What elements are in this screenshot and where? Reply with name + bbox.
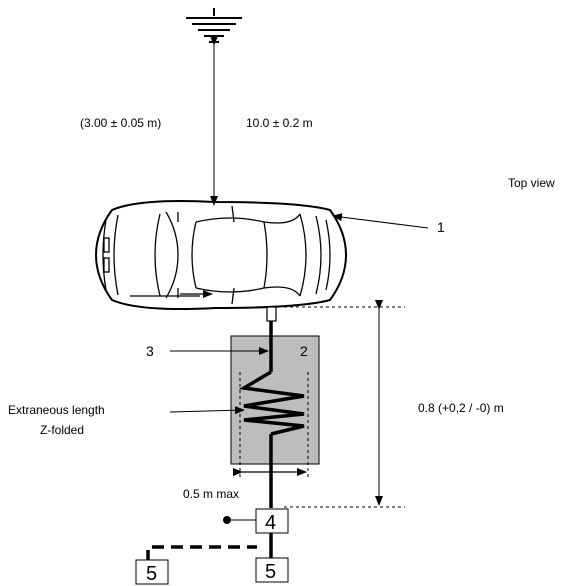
box-5-right	[255, 557, 289, 583]
height-dimension	[284, 300, 405, 508]
width-dimension-label: 0.5 m max	[183, 487, 239, 501]
callout-3-label: 3	[146, 343, 154, 359]
callout-1-leader	[332, 213, 429, 229]
height-dimension-label: 0.8 (+0,2 / -0) m	[418, 401, 504, 415]
extraneous-label-line2: Z-folded	[40, 423, 84, 437]
dashed-cable	[146, 545, 257, 562]
box-4	[255, 508, 289, 534]
top-view-label: Top view	[508, 176, 555, 190]
box-4-label: 4	[265, 512, 276, 534]
extraneous-label-line1: Extraneous length	[8, 403, 105, 417]
antenna-icon	[186, 8, 242, 43]
box-4-dot	[223, 516, 231, 524]
box-5-left	[135, 559, 169, 585]
vehicle-connector	[266, 306, 277, 322]
callout-1-label: 1	[437, 219, 445, 235]
extraneous-leader	[169, 406, 245, 415]
callout-2-label: 2	[300, 343, 308, 359]
car-top-view-icon	[94, 200, 348, 310]
fold-guides	[239, 372, 309, 480]
box-5-left-label: 5	[146, 563, 157, 585]
distance-small-label: (3.00 ± 0.05 m)	[80, 116, 161, 130]
distance-large-label: 10.0 ± 0.2 m	[246, 116, 313, 130]
box-5-right-label: 5	[265, 561, 276, 583]
